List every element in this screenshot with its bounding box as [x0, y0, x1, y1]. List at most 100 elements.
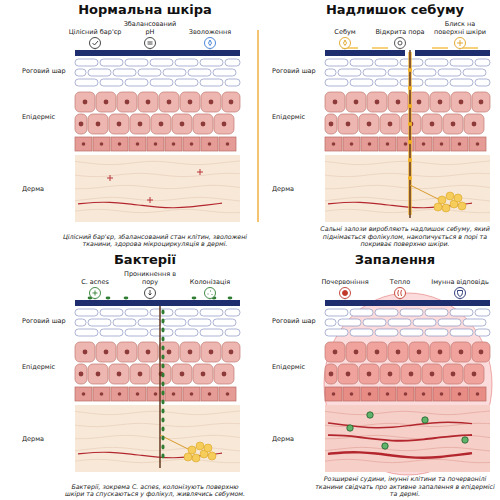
icon-symbol	[344, 40, 347, 46]
corneum-cell	[388, 319, 411, 326]
cell-nucleus	[83, 100, 88, 105]
dermis-fiber	[75, 209, 240, 212]
icon-label: Відкрита пора	[371, 29, 429, 36]
cell-nucleus	[138, 372, 143, 377]
corneum-cell	[200, 329, 223, 336]
cell-nucleus	[459, 350, 464, 355]
cell-nucleus	[346, 122, 351, 127]
corneum-cell	[150, 59, 173, 66]
cell-nucleus	[479, 350, 484, 355]
panel: БактеріїБактерії, зокрема C. acnes, коло…	[0, 250, 250, 500]
corneum-cell	[350, 59, 373, 66]
sebaceous-gland	[434, 203, 442, 211]
corneum-cell	[188, 69, 211, 76]
panel-art	[324, 288, 492, 476]
cell-nucleus	[146, 100, 151, 105]
cell-nucleus	[458, 142, 462, 146]
cell-nucleus	[125, 100, 130, 105]
surface-shine	[462, 47, 478, 48]
corneum-cell	[88, 319, 111, 326]
cell-nucleus	[180, 122, 185, 127]
cell-nucleus	[104, 350, 109, 355]
barrier-band	[325, 50, 405, 56]
corneum-cell	[125, 59, 148, 66]
cell-nucleus	[354, 100, 359, 105]
epidermis-cell	[180, 342, 200, 362]
corneum-cell	[200, 59, 223, 66]
cell-nucleus	[388, 372, 393, 377]
cell-nucleus	[190, 392, 194, 396]
layer-label: Епідерміс	[272, 114, 320, 121]
surface-shine	[432, 47, 448, 48]
microcirculation-mark	[107, 175, 113, 181]
bacterium	[161, 436, 164, 441]
icon-stem	[345, 49, 346, 50]
cell-nucleus	[368, 392, 372, 396]
cell-nucleus	[459, 100, 464, 105]
layer-label: Дерма	[22, 436, 70, 443]
cell-nucleus	[472, 122, 477, 127]
epidermis-cell	[96, 92, 116, 112]
corneum-cell	[325, 309, 348, 316]
basal-cell	[129, 137, 146, 151]
icon-symbol	[398, 290, 402, 296]
basal-cell	[219, 137, 236, 151]
epidermis-cell	[214, 114, 234, 134]
layer-label: Роговий шар	[22, 68, 70, 75]
barrier-band	[75, 300, 240, 306]
cell-nucleus	[190, 142, 194, 146]
corneum-cell	[75, 59, 98, 66]
bacterium	[161, 454, 164, 459]
cell-nucleus	[375, 100, 380, 105]
basal-cell	[93, 137, 110, 151]
bacterium	[192, 297, 197, 300]
epidermis-cell	[346, 92, 366, 112]
epidermis-cell	[430, 92, 450, 112]
icon-stem	[460, 49, 461, 50]
corneum-cell	[150, 309, 173, 316]
sebum-drop	[408, 68, 412, 72]
basal-cell	[433, 387, 450, 401]
basal-cell	[433, 137, 450, 151]
dermis-layer	[75, 405, 240, 472]
cell-nucleus	[430, 372, 435, 377]
dermis-fiber	[75, 447, 240, 451]
corneum-cell	[75, 79, 98, 86]
epidermis-cell	[180, 92, 200, 112]
cell-nucleus	[409, 372, 414, 377]
icon-stem	[460, 299, 461, 300]
corneum-cell	[113, 319, 136, 326]
corneum-cell	[88, 69, 111, 76]
basal-cell	[165, 137, 182, 151]
basal-cell	[415, 137, 432, 151]
cell-nucleus	[104, 100, 109, 105]
basal-cell	[165, 387, 182, 401]
corneum-cell	[475, 59, 490, 66]
epidermis-cell	[159, 92, 179, 112]
corneum-cell	[350, 79, 373, 86]
cell-nucleus	[209, 350, 214, 355]
dermis-fiber	[75, 173, 240, 176]
basal-cell	[111, 387, 128, 401]
cell-nucleus	[476, 142, 480, 146]
dermis-fiber	[75, 435, 240, 438]
panel-caption: Розширені судини, імунні клітини та поче…	[312, 475, 498, 498]
corneum-cell	[100, 309, 123, 316]
icon-stem	[400, 49, 401, 50]
basal-cell	[361, 387, 378, 401]
dermis-fiber	[75, 197, 240, 201]
basal-cell	[75, 137, 92, 151]
icon-label: Колонізація	[181, 279, 239, 286]
dermis-fiber	[325, 185, 490, 188]
epidermis-cell	[222, 342, 240, 362]
cell-nucleus	[386, 392, 390, 396]
gland-duct	[160, 435, 190, 450]
sebum-drop	[408, 158, 412, 162]
corneum-cell	[75, 319, 86, 326]
bacterium	[161, 310, 164, 315]
corneum-cell	[175, 79, 198, 86]
corneum-cell	[388, 69, 411, 76]
bacterium	[161, 328, 164, 333]
cell-nucleus	[82, 142, 86, 146]
epidermis-cell	[325, 342, 345, 362]
